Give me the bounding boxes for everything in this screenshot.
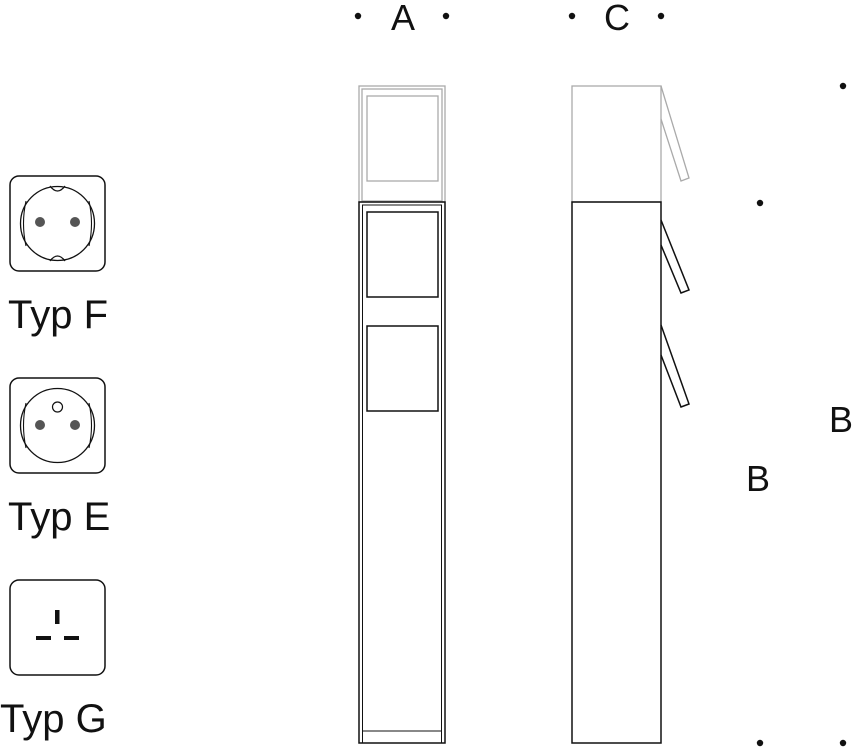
dimension-a: A (354, 0, 450, 38)
dimension-c: C (568, 0, 665, 38)
column-front-view (358, 85, 446, 744)
socket-type-e-label: Typ E (8, 495, 110, 539)
socket-type-g-label: Typ G (0, 697, 107, 741)
front-socket-cover-2 (366, 325, 439, 412)
dimension-b-open: B (829, 82, 853, 747)
column-side-view (571, 85, 690, 744)
schuko-socket-icon (9, 175, 106, 272)
british-socket-icon (9, 579, 106, 676)
front-socket-cover-1 (366, 211, 439, 298)
front-body (358, 201, 446, 744)
dimension-b-closed: B (746, 199, 770, 747)
front-lid (358, 85, 446, 203)
socket-type-f: Typ F (8, 175, 108, 337)
socket-type-g: Typ G (0, 579, 107, 741)
french-socket-icon (9, 377, 106, 474)
side-body (571, 201, 690, 744)
side-lid (571, 85, 690, 203)
dimension-c-label: C (604, 0, 630, 38)
socket-type-f-label: Typ F (8, 293, 108, 337)
socket-type-e: Typ E (8, 377, 110, 539)
dimension-b-closed-label: B (746, 458, 770, 499)
dimension-a-label: A (391, 0, 415, 38)
dimension-b-open-label: B (829, 399, 853, 440)
